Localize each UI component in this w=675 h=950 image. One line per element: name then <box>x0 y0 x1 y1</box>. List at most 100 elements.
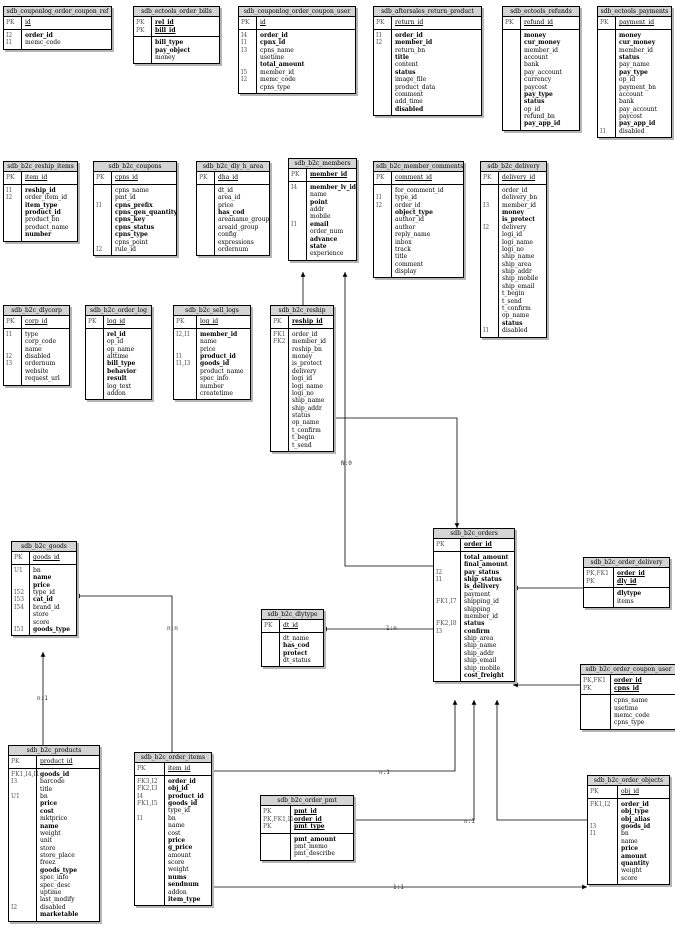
field-name: return_bn <box>395 46 426 54</box>
field-name: item_type <box>25 201 58 209</box>
key-column: PK <box>4 17 22 29</box>
field-name: product_id <box>25 208 61 216</box>
field-name: pay_account <box>524 68 562 76</box>
key-marker <box>590 853 617 860</box>
key-column: PK <box>135 763 165 775</box>
key-marker: I1 <box>590 830 597 838</box>
field-name: payment <box>464 590 491 598</box>
relation-r9 <box>210 700 458 772</box>
field-name: ship_name <box>502 253 535 261</box>
cardinality-label: N:0 <box>341 460 352 467</box>
field-name: account <box>619 90 644 98</box>
key-marker <box>436 657 460 664</box>
field-name: ship_mobile <box>502 275 539 283</box>
field-name: addr <box>310 205 325 213</box>
field-name: goods_id <box>168 799 198 807</box>
key-marker: PK <box>241 19 250 27</box>
key-marker <box>137 881 164 888</box>
field-name: memc_code <box>25 39 61 47</box>
key-marker: I1,I3 <box>176 360 191 368</box>
field-name: price <box>621 845 639 853</box>
key-marker <box>600 91 615 98</box>
field-name: status <box>292 412 311 420</box>
field-name: config <box>218 231 237 239</box>
field-name: cpns_key <box>115 216 146 224</box>
key-marker <box>264 642 279 649</box>
key-marker <box>483 298 498 305</box>
key-marker <box>96 216 111 223</box>
field-name: title <box>395 53 409 61</box>
key-column: PK <box>239 17 257 29</box>
key-column: PK <box>174 316 197 328</box>
key-marker: PK <box>11 758 20 766</box>
key-marker <box>600 47 615 54</box>
field-name: object_type <box>395 208 433 216</box>
field-name: freez <box>40 859 56 867</box>
field-name: comment <box>395 90 424 98</box>
field-name: store <box>33 611 49 619</box>
key-marker <box>6 224 21 231</box>
field-name: logi_id <box>502 231 523 239</box>
field-name: payment_id <box>619 19 655 27</box>
key-marker <box>376 261 391 268</box>
key-marker <box>483 275 498 282</box>
field-name: paycost <box>619 113 643 121</box>
key-marker: I1 <box>483 327 490 335</box>
field-name: area_id <box>218 194 241 202</box>
table-name: sdb_b2c_reship_items <box>4 162 77 173</box>
key-marker <box>600 69 615 76</box>
field-name: price <box>40 800 58 808</box>
key-marker <box>176 338 196 345</box>
table-name: sdb_b2c_dlycorp <box>4 306 69 317</box>
key-marker: I4 <box>137 792 144 800</box>
key-marker: FK2,I3 <box>137 785 158 793</box>
key-marker: PK <box>376 19 385 27</box>
field-name: order_id <box>395 31 423 39</box>
field-name: is_protect <box>292 360 323 368</box>
field-name: areaname_group <box>218 216 269 224</box>
field-name: author <box>395 223 416 231</box>
field-name: delivery_bn <box>502 194 538 202</box>
table-name: sdb_couponlog_order_coupon_user <box>239 7 355 18</box>
field-name: member_lv_id <box>310 183 356 191</box>
field-name: pmt_id <box>115 194 136 202</box>
field-name: reply_name <box>395 231 431 239</box>
key-marker <box>600 61 615 68</box>
key-marker: I2 <box>6 194 13 202</box>
key-marker: I4 <box>291 183 298 191</box>
field-name: id <box>25 19 31 27</box>
key-marker <box>137 830 164 837</box>
table-name: sdb_ectools_payments <box>598 7 671 18</box>
key-marker <box>505 69 520 76</box>
cardinality-label: n:1 <box>464 818 475 825</box>
field-name: order_id <box>621 800 649 808</box>
field-name: score <box>168 859 185 867</box>
table-name: sdb_b2c_goods <box>12 542 76 553</box>
key-marker: I1 <box>137 814 144 822</box>
field-name: obj_id <box>621 788 640 796</box>
key-marker <box>96 239 111 246</box>
key-marker <box>376 98 391 105</box>
key-column: PK <box>271 316 289 328</box>
key-marker <box>6 209 21 216</box>
field-name: refund_id <box>524 19 553 27</box>
